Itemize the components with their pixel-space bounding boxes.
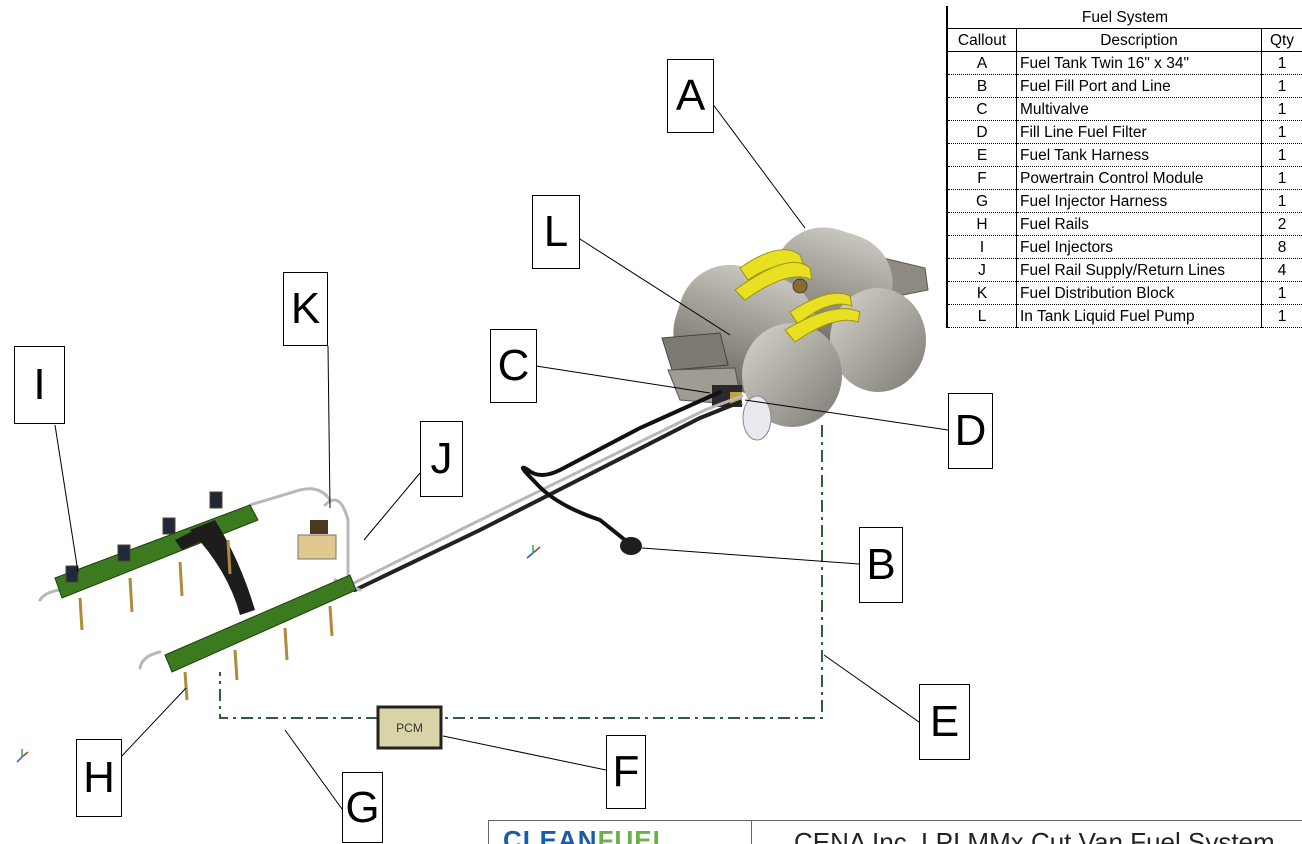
- row-callout: B: [947, 75, 1017, 98]
- row-qty: 1: [1262, 75, 1302, 98]
- callout-e: E: [919, 684, 970, 760]
- row-qty: 8: [1262, 236, 1302, 259]
- fuel-tank-harness: [443, 425, 822, 718]
- leader-lines: [55, 103, 948, 809]
- callout-c: C: [490, 329, 537, 403]
- row-callout: J: [947, 259, 1017, 282]
- row-description: Fuel Rail Supply/Return Lines: [1017, 259, 1262, 282]
- row-callout: K: [947, 282, 1017, 305]
- row-description: Fuel Rails: [1017, 213, 1262, 236]
- row-description: Fuel Injectors: [1017, 236, 1262, 259]
- row-qty: 1: [1262, 305, 1302, 328]
- row-qty: 4: [1262, 259, 1302, 282]
- logo-clean-text: CLEAN: [503, 825, 598, 844]
- fuel-fill-port: [620, 537, 642, 555]
- row-callout: I: [947, 236, 1017, 259]
- logo-fuel-text: FUEL: [598, 825, 670, 844]
- title-block-divider: [751, 821, 752, 844]
- cleanfuel-logo: CLEANFUEL: [503, 825, 669, 844]
- fuel-tank-assembly: [660, 214, 928, 427]
- row-callout: F: [947, 167, 1017, 190]
- table-title: Fuel System: [947, 6, 1302, 29]
- callout-a: A: [667, 59, 714, 133]
- row-description: In Tank Liquid Fuel Pump: [1017, 305, 1262, 328]
- column-header-description: Description: [1017, 29, 1262, 52]
- row-description: Fuel Distribution Block: [1017, 282, 1262, 305]
- row-description: Fuel Fill Port and Line: [1017, 75, 1262, 98]
- fuel-fill-line: [523, 392, 720, 540]
- row-description: Fuel Tank Twin 16" x 34": [1017, 52, 1262, 75]
- callout-k: K: [283, 272, 328, 346]
- row-qty: 1: [1262, 144, 1302, 167]
- title-block: CLEANFUEL CENA Inc. LPI MMx Cut Van Fuel…: [488, 820, 1302, 844]
- row-description: Fill Line Fuel Filter: [1017, 121, 1262, 144]
- drawing-title: CENA Inc. LPI MMx Cut Van Fuel System: [794, 827, 1275, 844]
- callout-j: J: [420, 421, 463, 497]
- fuel-rail-supply-lines: [40, 396, 742, 668]
- row-qty: 1: [1262, 52, 1302, 75]
- row-callout: A: [947, 52, 1017, 75]
- row-callout: G: [947, 190, 1017, 213]
- row-description: Multivalve: [1017, 98, 1262, 121]
- row-qty: 2: [1262, 213, 1302, 236]
- fuel-distribution-block: [298, 520, 336, 559]
- row-callout: C: [947, 98, 1017, 121]
- row-qty: 1: [1262, 167, 1302, 190]
- column-header-callout: Callout: [947, 29, 1017, 52]
- pcm-label: PCM: [378, 707, 441, 748]
- column-header-qty: Qty: [1262, 29, 1302, 52]
- row-callout: H: [947, 213, 1017, 236]
- callout-g: G: [342, 772, 383, 843]
- callout-b: B: [859, 527, 903, 603]
- callout-h: H: [76, 739, 122, 817]
- callout-f: F: [606, 735, 646, 809]
- row-callout: D: [947, 121, 1017, 144]
- row-callout: E: [947, 144, 1017, 167]
- row-description: Fuel Injector Harness: [1017, 190, 1262, 213]
- row-qty: 1: [1262, 121, 1302, 144]
- callout-i: I: [14, 346, 65, 424]
- fuel-injector-harness: [220, 672, 378, 718]
- callout-l: L: [532, 195, 580, 269]
- row-description: Fuel Tank Harness: [1017, 144, 1262, 167]
- fuel-injectors: [66, 492, 332, 700]
- row-qty: 1: [1262, 190, 1302, 213]
- row-callout: L: [947, 305, 1017, 328]
- row-description: Powertrain Control Module: [1017, 167, 1262, 190]
- row-qty: 1: [1262, 98, 1302, 121]
- callout-d: D: [948, 393, 993, 469]
- row-qty: 1: [1262, 282, 1302, 305]
